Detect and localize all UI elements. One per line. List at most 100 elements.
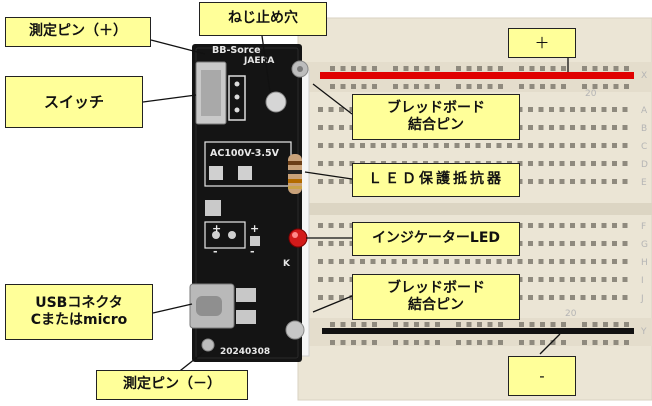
breadboard-hole bbox=[603, 66, 608, 71]
breadboard-hole bbox=[403, 66, 409, 71]
breadboard-hole bbox=[561, 340, 566, 345]
callout-rail-minus: - bbox=[508, 356, 576, 396]
breadboard-hole bbox=[456, 322, 461, 327]
breadboard-hole bbox=[622, 179, 628, 184]
breadboard-row-letter: X bbox=[641, 71, 647, 81]
breadboard-hole bbox=[622, 277, 628, 282]
breadboard-hole bbox=[351, 340, 356, 345]
breadboard-hole bbox=[466, 84, 472, 89]
breadboard-hole bbox=[318, 295, 323, 300]
breadboard-hole bbox=[424, 84, 430, 89]
breadboard-hole bbox=[487, 322, 493, 327]
breadboard-hole bbox=[393, 322, 398, 327]
breadboard-hole bbox=[559, 143, 565, 148]
breadboard-hole bbox=[603, 340, 608, 345]
breadboard-hole bbox=[549, 223, 554, 228]
breadboard-center-channel bbox=[298, 203, 652, 215]
breadboard-hole bbox=[570, 179, 575, 184]
board-minus-mark: - bbox=[213, 245, 218, 258]
breadboard-hole bbox=[339, 125, 344, 130]
breadboard-hole bbox=[549, 241, 554, 246]
breadboard-hole bbox=[549, 295, 554, 300]
breadboard-hole bbox=[582, 66, 587, 71]
breadboard-hole bbox=[559, 161, 565, 166]
breadboard-hole bbox=[601, 125, 607, 130]
breadboard-hole bbox=[466, 66, 472, 71]
breadboard-hole bbox=[622, 161, 628, 166]
breadboard-hole bbox=[559, 107, 565, 112]
breadboard-hole bbox=[582, 340, 587, 345]
breadboard-hole bbox=[517, 259, 523, 264]
breadboard-hole bbox=[550, 66, 556, 71]
breadboard-hole bbox=[498, 322, 503, 327]
breadboard-hole bbox=[403, 322, 409, 327]
breadboard-row-letter: A bbox=[641, 106, 648, 116]
breadboard-hole bbox=[601, 161, 607, 166]
breadboard-hole bbox=[498, 84, 503, 89]
breadboard-hole bbox=[591, 161, 596, 166]
breadboard-hole bbox=[559, 295, 565, 300]
breadboard-hole bbox=[339, 259, 344, 264]
breadboard-row-letter: E bbox=[641, 178, 647, 188]
breadboard-hole bbox=[591, 259, 596, 264]
callout-screw-hole: ねじ止め穴 bbox=[199, 2, 327, 36]
breadboard-row-letter: C bbox=[641, 142, 647, 152]
callout-led-resistor: ＬＥＤ保護抵抗器 bbox=[352, 163, 520, 197]
breadboard-hole bbox=[591, 241, 596, 246]
breadboard-hole bbox=[591, 223, 596, 228]
breadboard-hole bbox=[528, 223, 533, 228]
breadboard-hole bbox=[519, 322, 524, 327]
breadboard-row-letter: J bbox=[640, 294, 644, 304]
breadboard-row-letter: I bbox=[641, 276, 644, 286]
breadboard-hole bbox=[549, 125, 554, 130]
breadboard-hole bbox=[592, 84, 598, 89]
breadboard-column-label-bottom: 20 bbox=[565, 309, 577, 319]
breadboard-hole bbox=[414, 322, 419, 327]
breadboard-hole bbox=[591, 179, 596, 184]
breadboard-hole bbox=[561, 322, 566, 327]
breadboard-hole bbox=[528, 107, 533, 112]
callout-breadboard-join-bottom: ブレッドボード 結合ピン bbox=[352, 274, 520, 320]
breadboard-hole bbox=[580, 295, 586, 300]
breadboard-hole bbox=[613, 322, 619, 327]
breadboard-hole bbox=[393, 84, 398, 89]
breadboard-hole bbox=[466, 322, 472, 327]
test-pin-minus-pad bbox=[201, 338, 215, 352]
breadboard-hole bbox=[424, 322, 430, 327]
breadboard-row-letter: B bbox=[641, 124, 647, 134]
breadboard-hole bbox=[528, 295, 533, 300]
breadboard-hole bbox=[582, 84, 587, 89]
breadboard-hole bbox=[454, 259, 460, 264]
breadboard-hole bbox=[424, 66, 430, 71]
breadboard-hole bbox=[561, 84, 566, 89]
breadboard-hole bbox=[435, 340, 440, 345]
breadboard-hole bbox=[601, 259, 607, 264]
breadboard-hole bbox=[435, 84, 440, 89]
callout-rail-plus: ＋ bbox=[508, 28, 576, 58]
breadboard-hole bbox=[612, 179, 617, 184]
board-spec-label: AC100V-3.5V bbox=[210, 148, 280, 159]
breadboard-hole bbox=[528, 241, 533, 246]
breadboard-hole bbox=[330, 340, 335, 345]
breadboard-hole bbox=[465, 259, 470, 264]
breadboard-hole bbox=[612, 223, 617, 228]
led-k-mark: K bbox=[283, 259, 291, 269]
breadboard-hole bbox=[456, 340, 461, 345]
breadboard-hole bbox=[360, 259, 365, 264]
breadboard-hole bbox=[580, 143, 586, 148]
breadboard-hole bbox=[496, 259, 502, 264]
breadboard-hole bbox=[622, 259, 628, 264]
board-minus-mark: - bbox=[250, 245, 255, 258]
breadboard-hole bbox=[328, 161, 334, 166]
breadboard-hole bbox=[622, 125, 628, 130]
breadboard-hole bbox=[361, 322, 367, 327]
breadboard-hole bbox=[580, 125, 586, 130]
breadboard-hole bbox=[529, 66, 535, 71]
breadboard-hole bbox=[549, 107, 554, 112]
breadboard-hole bbox=[486, 143, 491, 148]
breadboard-hole bbox=[549, 179, 554, 184]
breadboard-hole bbox=[328, 295, 334, 300]
breadboard-hole bbox=[393, 340, 398, 345]
breadboard-hole bbox=[477, 84, 482, 89]
breadboard-hole bbox=[517, 107, 523, 112]
